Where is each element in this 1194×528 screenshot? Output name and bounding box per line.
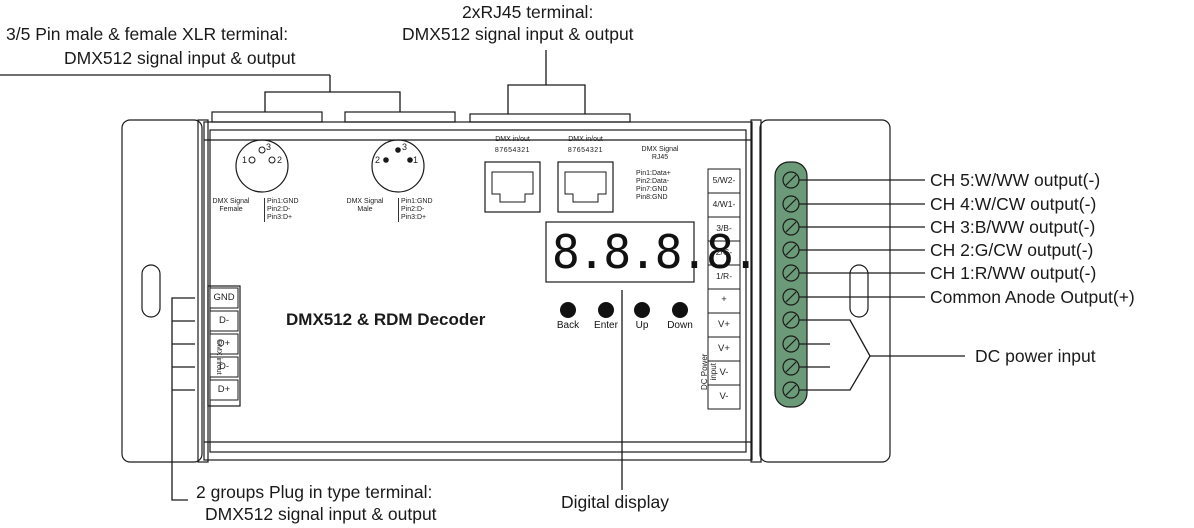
rj45-callout-title: 2xRJ45 terminal: bbox=[462, 2, 594, 22]
down-button bbox=[672, 302, 688, 318]
out-vminus-1: V- bbox=[719, 367, 729, 378]
xlr-male-caption: DMX Signal Male bbox=[346, 198, 384, 213]
enter-button bbox=[598, 302, 614, 318]
out-vplus-2: V+ bbox=[718, 343, 730, 354]
rj45-callout-subtitle: DMX512 signal input & output bbox=[402, 24, 634, 44]
out-r: 1/R- bbox=[715, 271, 733, 281]
rj45-info-title: DMX Signal RJ45 bbox=[641, 146, 679, 161]
plug-d-minus-2: D- bbox=[218, 361, 230, 372]
xlr-male-pin-1: 1 bbox=[413, 155, 419, 165]
xlr-female-pin-3: 3 bbox=[266, 142, 272, 152]
rj45-b-pins: 87654321 bbox=[567, 147, 604, 154]
left-flange bbox=[121, 119, 203, 463]
plug-d-minus-1: D- bbox=[218, 315, 230, 326]
display-callout: Digital display bbox=[561, 492, 669, 512]
xlr-callout-title: 3/5 Pin male & female XLR terminal: bbox=[6, 24, 289, 44]
left-flange-inner bbox=[197, 119, 209, 463]
xlr-female-pins: Pin1:GND Pin2:D- Pin3:D+ bbox=[264, 198, 299, 222]
rj45-a-caption: DMX in/out bbox=[495, 136, 530, 143]
ch4-label: CH 4:W/CW output(-) bbox=[930, 194, 1097, 214]
right-flange-inner bbox=[750, 119, 762, 463]
out-w2: 5/W2- bbox=[712, 175, 736, 185]
plug-d-plus-2: D+ bbox=[217, 384, 231, 395]
xlr-male-pin-2: 2 bbox=[375, 155, 381, 165]
up-label: Up bbox=[635, 320, 649, 331]
ch2-label: CH 2:G/CW output(-) bbox=[930, 240, 1094, 260]
xlr-male-pins: Pin1:GND Pin2:D- Pin3:D+ bbox=[398, 198, 433, 222]
out-g: 2/G- bbox=[715, 247, 733, 257]
device-title: DMX512 & RDM Decoder bbox=[286, 310, 486, 329]
enter-label: Enter bbox=[594, 320, 618, 331]
xlr-callout-subtitle: DMX512 signal input & output bbox=[64, 48, 296, 68]
out-vminus-2: V- bbox=[719, 391, 729, 402]
xlr-male-pin-3: 3 bbox=[402, 142, 408, 152]
ch1-label: CH 1:R/WW output(-) bbox=[930, 263, 1097, 283]
plug-callout-title: 2 groups Plug in type terminal: bbox=[196, 482, 433, 502]
plug-side-label: DMX in/out bbox=[215, 340, 222, 375]
plug-gnd: GND bbox=[213, 292, 235, 303]
plug-d-plus-1: D+ bbox=[217, 338, 231, 349]
dc-power-callout: DC power input bbox=[975, 346, 1096, 366]
right-flange bbox=[759, 119, 891, 463]
out-w1: 4/W1- bbox=[712, 199, 736, 209]
back-label: Back bbox=[556, 320, 580, 331]
display-frame bbox=[545, 221, 695, 283]
rj45-a-pins: 87654321 bbox=[494, 147, 531, 154]
out-vplus-1: V+ bbox=[718, 319, 730, 330]
digital-display: 8.8.8.8. bbox=[552, 225, 760, 279]
plug-callout-subtitle: DMX512 signal input & output bbox=[205, 504, 437, 524]
xlr-female-pin-2: 2 bbox=[277, 155, 283, 165]
rj45-info-pins: Pin1:Data+ Pin2:Data- Pin7:GND Pin8:GND bbox=[636, 170, 671, 201]
down-label: Down bbox=[667, 320, 693, 331]
ch3-label: CH 3:B/WW output(-) bbox=[930, 217, 1096, 237]
out-plus: + bbox=[721, 294, 727, 305]
dc-power-side-label: DC Power input bbox=[700, 353, 718, 390]
back-button bbox=[560, 302, 576, 318]
ch5-label: CH 5:W/WW output(-) bbox=[930, 170, 1101, 190]
xlr-female-pin-1: 1 bbox=[242, 155, 248, 165]
out-b: 3/B- bbox=[716, 223, 732, 233]
up-button bbox=[634, 302, 650, 318]
common-anode-label: Common Anode Output(+) bbox=[930, 287, 1135, 307]
xlr-female-caption: DMX Signal Female bbox=[212, 198, 250, 213]
rj45-b-caption: DMX in/out bbox=[568, 136, 603, 143]
